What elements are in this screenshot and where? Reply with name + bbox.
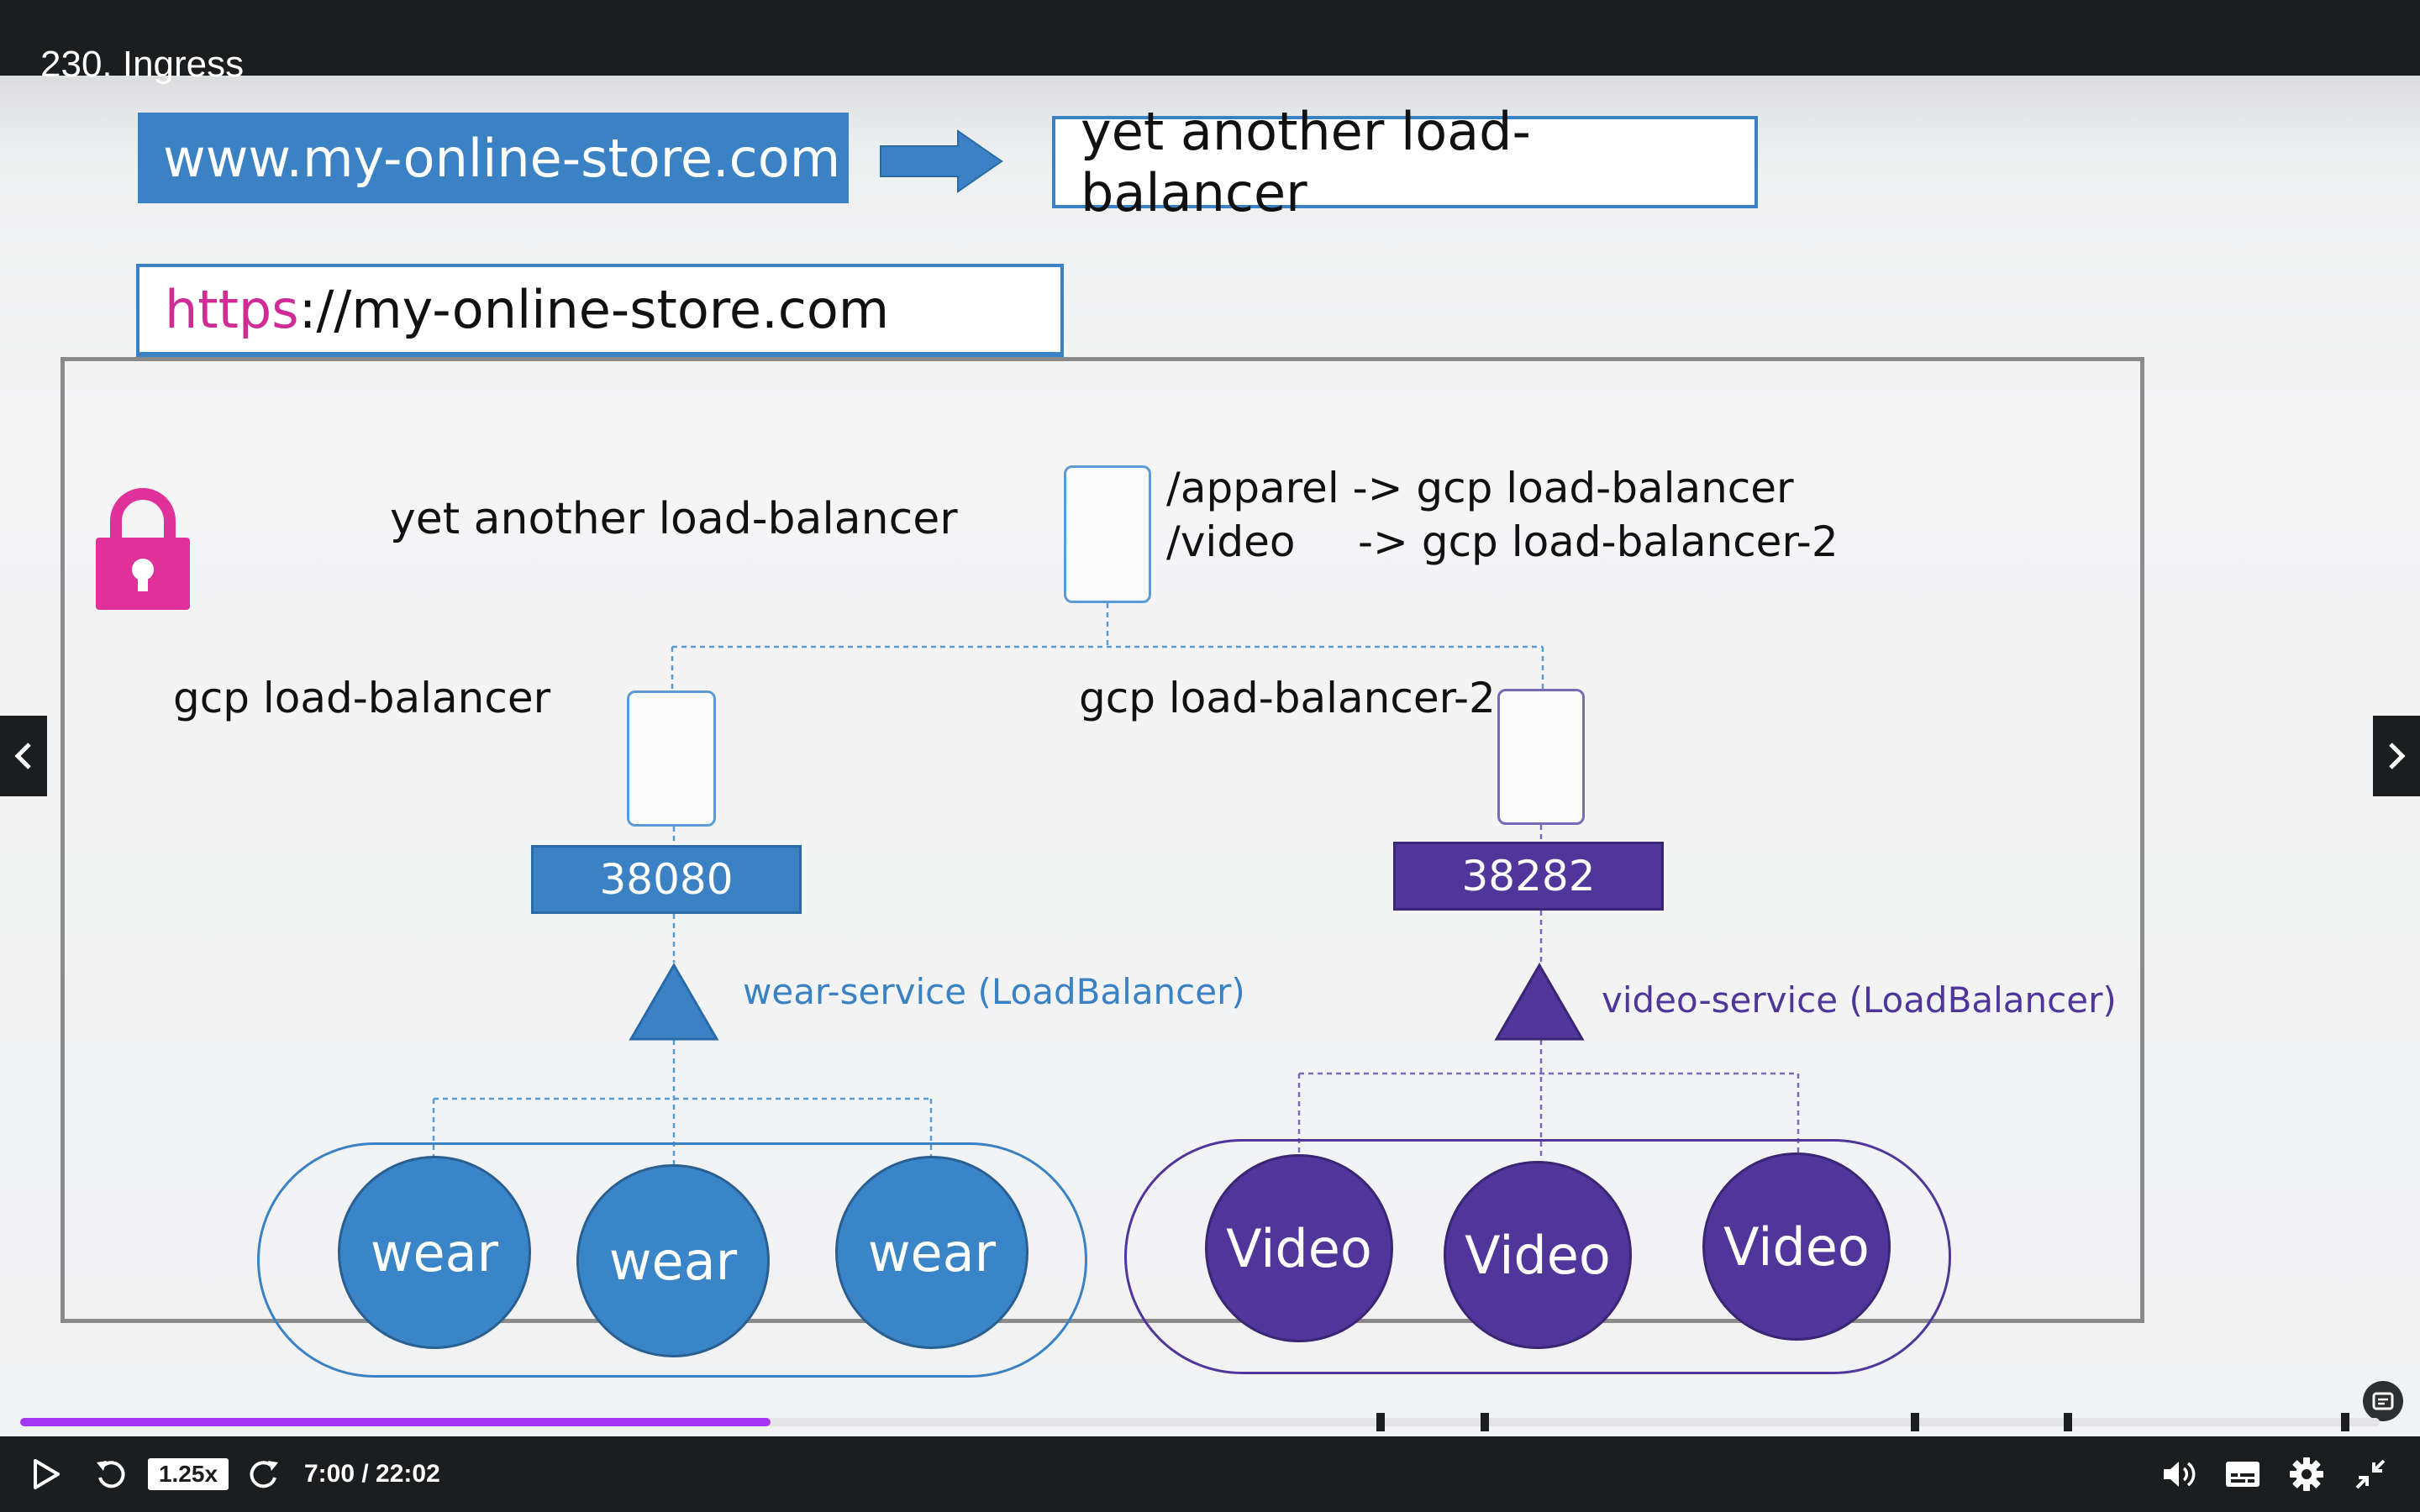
play-icon	[34, 1459, 60, 1489]
https-prefix: https	[165, 279, 299, 340]
gcp-lb-node	[627, 690, 716, 827]
yet-another-lb-text: yet another load-balancer	[1081, 101, 1531, 223]
chapter-marker[interactable]	[1376, 1413, 1385, 1431]
exit-fullscreen-icon	[2355, 1459, 2386, 1489]
wear-pods-group	[257, 1142, 1087, 1378]
wear-service-triangle-icon	[629, 963, 719, 1041]
gcp-lb-label: gcp load-balancer	[173, 674, 551, 722]
progress-fill	[20, 1418, 771, 1426]
routing-rule-video-target: -> gcp load-balancer-2	[1358, 517, 1839, 566]
progress-track[interactable]	[20, 1418, 2380, 1426]
rewind-button[interactable]	[89, 1453, 131, 1495]
gcp-lb2-label: gcp load-balancer-2	[1079, 674, 1496, 722]
routing-rule-video-path: /video	[1166, 517, 1296, 566]
www-domain-text: www.my-online-store.com	[163, 127, 841, 189]
wear-pod: wear	[576, 1164, 770, 1357]
chevron-right-icon	[2389, 743, 2406, 769]
video-pod: Video	[1205, 1154, 1393, 1342]
video-pods-group	[1124, 1139, 1951, 1374]
forward-button[interactable]	[244, 1453, 286, 1495]
wear-node-port: 38080	[531, 845, 802, 914]
routing-rule-apparel: /apparel -> gcp load-balancer	[1166, 464, 1794, 512]
ingress-controller-node	[1064, 465, 1151, 603]
lock-icon	[96, 488, 190, 610]
volume-icon	[2164, 1462, 2196, 1487]
wear-service-label: wear-service (LoadBalancer)	[743, 971, 1245, 1012]
captions-icon	[2226, 1462, 2260, 1487]
https-domain: ://my-online-store.com	[298, 279, 890, 340]
chapter-marker[interactable]	[2341, 1413, 2349, 1431]
settings-icon	[2290, 1457, 2323, 1491]
previous-lecture-button[interactable]	[0, 716, 47, 796]
volume-button[interactable]	[2158, 1453, 2200, 1495]
video-node-port: 38282	[1393, 842, 1664, 911]
forward-icon	[250, 1461, 278, 1488]
chapter-marker[interactable]	[1481, 1413, 1489, 1431]
https-url-box: https://my-online-store.com	[136, 264, 1064, 358]
ingress-diagram-frame	[60, 357, 2144, 1323]
yet-another-lb-box: yet another load-balancer	[1052, 101, 1758, 223]
top-title-bar	[0, 0, 2420, 76]
transcript-button[interactable]	[2363, 1381, 2403, 1421]
playback-speed-button[interactable]: 1.25x	[148, 1458, 229, 1490]
transcript-icon	[2372, 1392, 2394, 1410]
player-control-bar	[0, 1436, 2420, 1512]
wear-pod: wear	[338, 1156, 531, 1349]
www-domain-box: www.my-online-store.com	[138, 113, 849, 203]
video-service-triangle-icon	[1494, 963, 1585, 1041]
video-pod: Video	[1702, 1152, 1891, 1341]
next-lecture-button[interactable]	[2373, 716, 2420, 796]
time-display: 7:00 / 22:02	[304, 1460, 440, 1488]
yet-another-lb-label: yet another load-balancer	[390, 494, 958, 544]
chapter-marker[interactable]	[1911, 1413, 1919, 1431]
arrow-right-icon	[880, 129, 1003, 193]
video-pod: Video	[1444, 1161, 1632, 1349]
chapter-marker[interactable]	[2064, 1413, 2072, 1431]
captions-button[interactable]	[2222, 1453, 2264, 1495]
gcp-lb2-node	[1497, 689, 1585, 825]
rewind-icon	[97, 1461, 125, 1488]
lesson-title: 230. Ingress	[40, 44, 245, 85]
settings-button[interactable]	[2286, 1453, 2328, 1495]
play-button[interactable]	[25, 1453, 67, 1495]
exit-fullscreen-button[interactable]	[2349, 1453, 2391, 1495]
video-service-label: video-service (LoadBalancer)	[1602, 979, 2117, 1021]
chevron-left-icon	[14, 743, 31, 769]
wear-pod: wear	[835, 1156, 1028, 1349]
